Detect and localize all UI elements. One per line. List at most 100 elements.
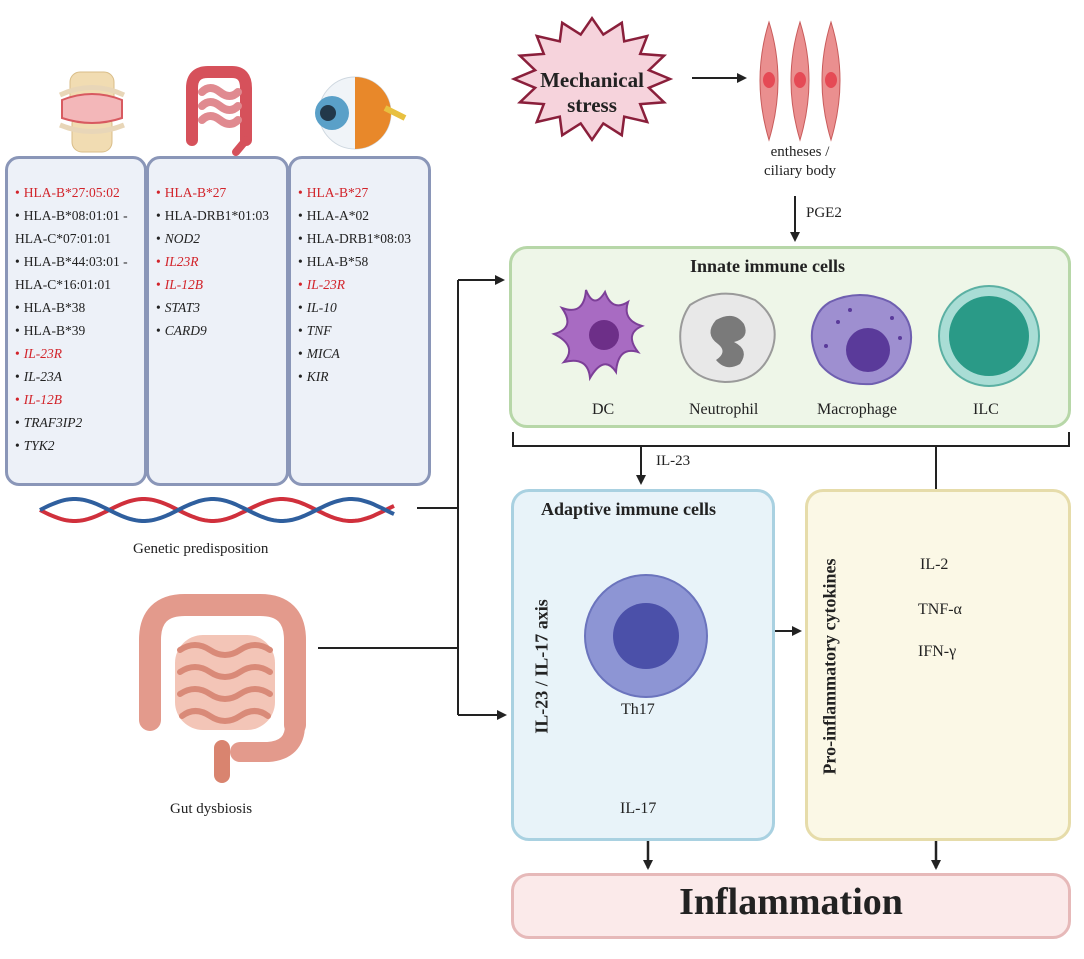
- th17-cell-icon: [584, 574, 708, 698]
- gene-item: •NOD2: [156, 231, 200, 246]
- neutrophil-label: Neutrophil: [689, 401, 759, 418]
- gene-item: HLA-C*16:01:01: [15, 273, 140, 296]
- gene-item: •HLA-B*27: [298, 185, 369, 200]
- gene-item: •IL-12B: [15, 392, 62, 407]
- gut-dysbiosis-label: Gut dysbiosis: [170, 801, 253, 817]
- il23-label: IL-23: [656, 453, 691, 469]
- intestine-icon: [186, 66, 252, 156]
- innate-title: Innate immune cells: [690, 256, 845, 276]
- gene-item: •HLA-DRB1*08:03: [298, 231, 411, 246]
- gene-item-text: IL-23R: [23, 346, 62, 361]
- gene-item: •STAT3: [156, 300, 200, 315]
- gene-item: •MICA: [298, 346, 340, 361]
- gene-item: •HLA-B*39: [15, 323, 86, 338]
- gene-item: •HLA-B*44:03:01 -: [15, 254, 128, 269]
- gene-item: •CARD9: [156, 323, 207, 338]
- gene-item-text: IL-23A: [23, 369, 62, 384]
- adaptive-title: Adaptive immune cells: [541, 499, 716, 519]
- gene-item: •IL-10: [298, 300, 337, 315]
- gene-item-text: CARD9: [164, 323, 207, 338]
- gene-item-text: IL-23R: [306, 277, 345, 292]
- tissue-label: entheses / ciliary body: [745, 143, 855, 181]
- gene-item: •HLA-DRB1*01:03: [156, 208, 269, 223]
- procyto-title: Pro-inflammatory cytokines: [819, 558, 840, 775]
- ilc-label: ILC: [973, 401, 999, 418]
- gene-item: •IL-12B: [156, 277, 203, 292]
- gene-item: •HLA-B*58: [298, 254, 369, 269]
- gene-item-text: TNF: [306, 323, 332, 338]
- gene-item: •HLA-B*27:05:02: [15, 185, 120, 200]
- axis-label: IL-23 / IL-17 axis: [531, 599, 552, 734]
- gene-item-text: HLA-B*44:03:01 -: [23, 254, 128, 269]
- inflammation-label: Inflammation: [679, 881, 903, 923]
- macrophage-label: Macrophage: [817, 401, 897, 418]
- gene-item: •TYK2: [15, 438, 55, 453]
- gene-item-text: IL-10: [306, 300, 337, 315]
- gene-item: •HLA-B*27: [156, 185, 227, 200]
- innate-bracket: [512, 432, 1070, 447]
- gene-item: •IL-23R: [15, 346, 62, 361]
- cytokine-tnf: TNF-α: [918, 601, 962, 618]
- fibroblast-cells-icon: [759, 20, 841, 142]
- pge2-label: PGE2: [806, 205, 842, 221]
- gene-item-text: HLA-B*38: [23, 300, 86, 315]
- dc-label: DC: [592, 401, 615, 418]
- gene-item-text: HLA-DRB1*08:03: [306, 231, 411, 246]
- gene-item-text: TRAF3IP2: [23, 415, 83, 430]
- cytokine-ifn: IFN-γ: [918, 643, 957, 660]
- gene-item-text: TYK2: [23, 438, 55, 453]
- mechanical-stress-starburst: [510, 15, 674, 143]
- dendritic-cell-icon: [551, 289, 645, 382]
- eye-icon: [315, 76, 407, 150]
- gene-item: •IL-23A: [15, 369, 62, 384]
- gene-list-eye: •HLA-B*27 •HLA-A*02 •HLA-DRB1*08:03 •HLA-B*…: [288, 156, 431, 486]
- gene-item: •HLA-A*02: [298, 208, 369, 223]
- gene-item-text: MICA: [306, 346, 340, 361]
- gene-item-text: HLA-B*27:05:02: [23, 185, 120, 200]
- gene-item: •IL-23R: [298, 277, 345, 292]
- gene-item-text: IL23R: [164, 254, 199, 269]
- gene-item-text: HLA-DRB1*01:03: [164, 208, 269, 223]
- gene-item-text: HLA-B*58: [306, 254, 369, 269]
- il17-label: IL-17: [620, 800, 657, 817]
- macrophage-icon: [810, 294, 912, 386]
- mechanical-stress-line1: Mechanical: [540, 68, 644, 92]
- mechanical-stress-label: Mechanical stress: [527, 68, 657, 118]
- gene-item-text: HLA-B*39: [23, 323, 86, 338]
- gene-item-text: KIR: [306, 369, 329, 384]
- gene-item: HLA-C*07:01:01: [15, 227, 140, 250]
- gene-item-text: STAT3: [164, 300, 200, 315]
- gene-item: •TNF: [298, 323, 332, 338]
- gene-item-text: HLA-C*16:01:01: [15, 277, 111, 292]
- gene-item: •HLA-B*08:01:01 -: [15, 208, 128, 223]
- gut-icon: [139, 594, 306, 783]
- th17-label: Th17: [621, 701, 655, 718]
- gene-item-text: IL-12B: [23, 392, 62, 407]
- pro-inflammatory-panel: [805, 489, 1071, 841]
- gene-item-text: NOD2: [164, 231, 200, 246]
- joint-icon: [58, 71, 126, 153]
- neutrophil-icon: [679, 292, 776, 384]
- gene-item-text: HLA-B*27: [164, 185, 227, 200]
- gene-item: •HLA-B*38: [15, 300, 86, 315]
- cytokine-il2: IL-2: [920, 556, 949, 573]
- tissue-line2: ciliary body: [763, 163, 837, 179]
- innate-cells-row: [551, 285, 1040, 387]
- gene-list-intestine: •HLA-B*27 •HLA-DRB1*01:03 •NOD2 •IL23R •IL-1…: [146, 156, 289, 486]
- gene-list-joint: •HLA-B*27:05:02 •HLA-B*08:01:01 - HLA-C*07…: [5, 156, 147, 486]
- gene-item-text: HLA-A*02: [306, 208, 369, 223]
- gene-item-text: IL-12B: [164, 277, 203, 292]
- gene-item: •TRAF3IP2: [15, 415, 83, 430]
- gene-item: •IL23R: [156, 254, 199, 269]
- gene-item-text: HLA-B*27: [306, 185, 369, 200]
- gene-item: •KIR: [298, 369, 329, 384]
- gene-item-text: HLA-B*08:01:01 -: [23, 208, 128, 223]
- gene-item-text: HLA-C*07:01:01: [15, 231, 111, 246]
- mechanical-stress-line2: stress: [567, 93, 617, 117]
- tissue-line1: entheses /: [770, 144, 830, 160]
- genetic-predisposition-label: Genetic predisposition: [133, 541, 269, 557]
- inflammation-panel: [511, 873, 1071, 939]
- ilc-icon: [938, 285, 1040, 387]
- dna-helix-icon: [39, 497, 395, 523]
